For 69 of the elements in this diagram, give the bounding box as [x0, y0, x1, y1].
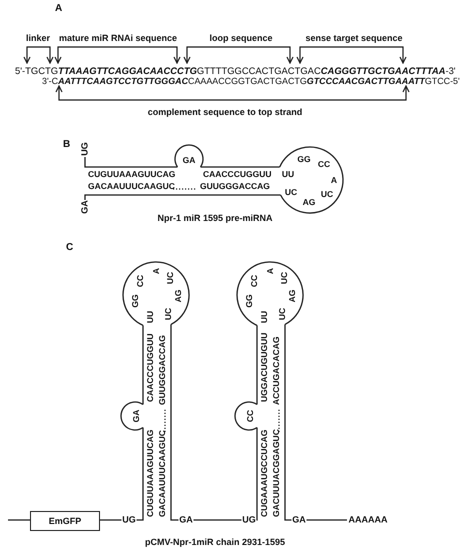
nucleotide-label: GA — [132, 410, 140, 422]
sequence-text: 3'-CAATTTCAAGTCCTGTTGGGACCAAAACCGGTGACTGACTGGTCCCAACGACTTGAAATTGTCC-5' — [42, 77, 460, 86]
nucleotide-label: AG — [288, 290, 296, 302]
strand-line — [8, 519, 30, 521]
nucleotide-label: UC — [320, 190, 334, 198]
sequence-text: GUUGGGACCAG — [158, 335, 166, 405]
nucleotide-label: A — [266, 268, 274, 274]
nucleotide-label: UU — [282, 170, 294, 178]
sequence-text: CUGUUAAAGUUCAG — [146, 430, 154, 517]
sequence-text: GACAAUUUCAAGUC — [158, 430, 166, 517]
strand-line — [142, 325, 144, 404]
strand-line — [256, 428, 258, 521]
nucleotide-label: GA — [182, 156, 196, 164]
nucleotide-label: UU — [260, 310, 268, 324]
sequence-text: GA — [179, 516, 193, 524]
nucleotide-label: UC — [164, 308, 172, 320]
nucleotide-label: CC — [246, 410, 254, 422]
nucleotide-label: GG — [244, 294, 254, 308]
bracket-label: complement sequence to top strand — [148, 108, 302, 117]
nucleotide-label: UC — [278, 308, 286, 320]
strand-line — [84, 157, 178, 168]
sequence-text: GA — [292, 516, 306, 524]
nucleotide-label: GG — [297, 154, 311, 164]
strand-line — [84, 194, 281, 200]
bracket-label: loop sequence — [210, 34, 272, 43]
nucleotide-label: UU — [146, 310, 154, 324]
sequence-text: GUUGGGACCAG — [200, 182, 270, 190]
sequence-text: CUGAAAUGCCUCAG — [260, 430, 268, 517]
sequence-text: GACUUUACGGAGUC — [272, 429, 280, 517]
sequence-text: UGGACUGUGUU — [260, 332, 268, 402]
sequence-text: CAACCCUGGUU — [203, 170, 272, 178]
nucleotide-label: AG — [174, 290, 182, 302]
nucleotide-label: A — [330, 176, 338, 184]
strand-line — [306, 519, 347, 521]
bracket-label: sense target sequence — [305, 34, 403, 43]
strand-line — [170, 324, 178, 521]
sequence-text: UG — [122, 516, 136, 524]
nucleotide-label: UC — [284, 188, 298, 196]
caption: pCMV-Npr-1miR chain 2931-1595 — [144, 538, 286, 547]
nucleotide-label: CC — [250, 274, 258, 288]
nucleotide-label: A — [152, 268, 160, 274]
nucleotide-label: AG — [302, 198, 316, 206]
gene-box: EmGFP — [30, 511, 100, 531]
strand-line — [256, 325, 258, 404]
nucleotide-label: CC — [318, 160, 330, 168]
panel-letter: B — [63, 140, 70, 150]
sequence-text: ACCUGACACAG — [272, 336, 280, 405]
panel-letter: A — [55, 4, 62, 14]
sequence-text: UG — [242, 516, 256, 524]
nucleotide-label: CC — [136, 274, 144, 288]
sequence-text: GA — [80, 200, 90, 214]
nucleotide-label: GG — [130, 294, 140, 308]
nucleotide-label: UC — [280, 272, 288, 284]
caption: Npr-1 miR 1595 pre-miRNA — [157, 214, 273, 223]
sequence-text: CUGUUAAAGUUCAG — [88, 170, 176, 178]
bracket-label: linker — [26, 34, 50, 43]
sequence-text: GACAAUUUCAAGUC — [88, 182, 175, 190]
sequence-text: 5'-TGCTGTTAAAGTTCAGGACAACCCTGGTTTTGGCCACTGACTGACCAGGGTTGCTGAACTTTAA-3' — [15, 66, 456, 76]
sequence-text: CAACCCUGGUU — [146, 334, 154, 402]
strand-line — [284, 324, 292, 521]
strand-line — [136, 428, 144, 521]
sequence-text: UG — [80, 142, 90, 156]
strand-line — [200, 166, 280, 168]
panel-letter: C — [66, 243, 74, 253]
strand-line — [194, 519, 242, 521]
bracket-label: mature miR RNAi sequence — [58, 34, 178, 43]
nucleotide-label: UC — [166, 272, 174, 284]
strand-line — [100, 519, 122, 521]
sequence-text: AAAAAA — [348, 516, 388, 524]
